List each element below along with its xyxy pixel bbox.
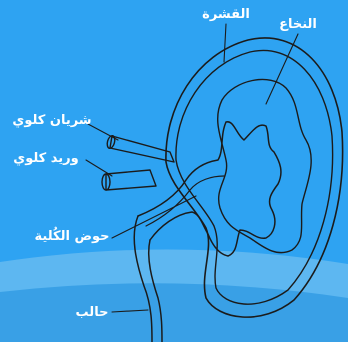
label-cortex: القشرة [202, 7, 250, 22]
label-renal-pelvis: حوض الكُلية [35, 226, 110, 244]
label-ureter: حالب [76, 305, 109, 320]
label-renal-vein: وريد كلوي [13, 151, 78, 166]
label-renal-artery: شريان كلوي [12, 113, 91, 128]
background-band-dark [0, 283, 348, 342]
label-medulla: النخاع [279, 17, 317, 32]
